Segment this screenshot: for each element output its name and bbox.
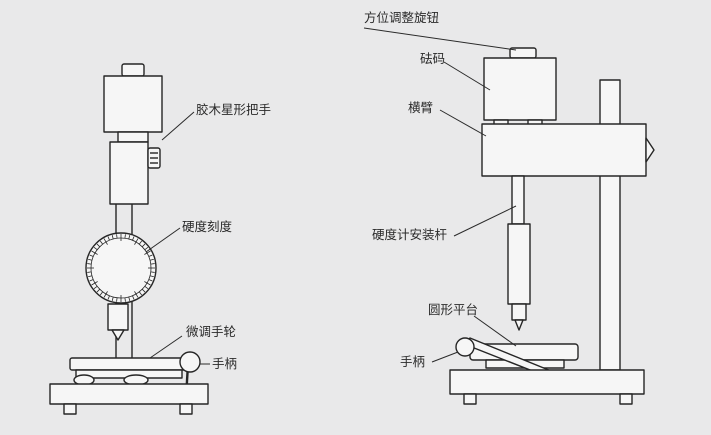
dial-tick [150,263,155,265]
label-hardness-scale: 硬度刻度 [182,219,233,234]
label-right-handle: 手柄 [400,354,426,369]
dial-tick [89,279,94,282]
left-neck [117,131,149,143]
dial-tick [141,243,146,248]
dial-tick [88,258,93,261]
dial-tick [116,234,118,239]
dial-tick [87,263,92,265]
dial-tick [91,281,98,286]
left-upper-column [109,141,149,205]
dial-tick [87,271,92,273]
dial-tick [96,243,101,248]
label-left-handle: 手柄 [212,356,238,371]
dial-tick [150,271,155,273]
left-weight-block [103,75,163,133]
dial-tick [144,250,151,255]
dial-tick [103,291,108,298]
dial-tick [149,258,154,261]
dial-tick [107,236,110,241]
dial-tick [93,246,98,251]
dial-tick [89,254,94,257]
left-base [49,383,209,405]
label-fine-wheel: 微调手轮 [186,324,237,339]
dial-tick [111,235,114,240]
dial-tick [96,288,101,293]
dial-tick [132,236,135,241]
dial-tick [134,238,139,245]
dial-tick [124,234,126,239]
label-weight: 砝码 [420,51,446,66]
left-probe [107,303,129,331]
dial-tick [134,291,139,298]
dial-tick [124,297,126,302]
label-round-platform: 圆形平台 [428,302,479,317]
left-durometer-stand [49,63,209,415]
label-crossarm: 横臂 [408,100,434,115]
left-fine-wheel [69,357,189,371]
right-durometer-body [507,223,531,305]
dial-tick [111,296,114,301]
dial-tick [116,297,118,302]
right-handle-ball [455,337,475,357]
dial-tick [99,240,104,245]
right-crossarm [481,123,647,177]
dial-tick [132,295,135,300]
dial-tick [148,254,153,257]
label-orientation-knob: 方位调整旋钮 [364,10,440,25]
dial-tick [99,291,104,296]
dial-tick [93,285,98,290]
dial-tick [138,240,143,245]
dial-tick [144,281,151,286]
dial-tick [88,275,93,278]
right-durometer-stand [449,47,655,405]
dial-tick [128,235,131,240]
left-handle-ball [179,351,201,373]
dial-tick [141,288,146,293]
dial-tick [144,246,149,251]
left-dial [85,232,157,304]
dial-tick [103,238,108,245]
label-star-handle: 胶木星形把手 [196,102,272,117]
dial-tick [149,275,154,278]
dial-tick [138,291,143,296]
left-top-knob [121,63,145,77]
leader-lines [145,27,517,365]
label-mount-rod: 硬度计安装杆 [372,227,448,242]
dial-tick [107,295,110,300]
dial-tick [128,296,131,301]
dial-tick [144,285,149,290]
right-base [449,369,645,395]
dial-tick [91,250,98,255]
right-weight-block [483,57,557,121]
dial-tick [148,279,153,282]
right-mount-rod [511,175,525,225]
